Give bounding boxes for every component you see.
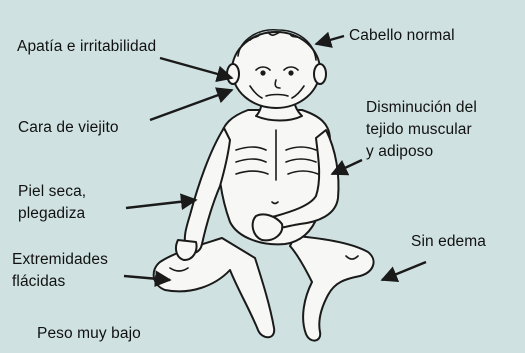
arrow-sin-edema [382, 262, 426, 280]
arrow-cabello [316, 36, 344, 44]
arrow-piel [126, 200, 196, 208]
head [232, 32, 320, 108]
left-ear [227, 64, 239, 84]
child-figure [154, 32, 374, 341]
label-apatia: Apatía e irritabilidad [17, 36, 156, 58]
arrow-apatia [160, 58, 232, 78]
label-disminucion: Disminución del tejido muscular y adipos… [366, 97, 477, 163]
label-peso-bajo: Peso muy bajo [37, 323, 141, 345]
label-sin-edema: Sin edema [411, 231, 486, 253]
arrow-cara [150, 90, 232, 120]
left-hand [176, 240, 197, 260]
label-extremidades: Extremidades flácidas [12, 249, 108, 293]
left-leg [154, 238, 275, 337]
label-piel-seca: Piel seca, plegadiza [18, 181, 86, 225]
right-leg [290, 236, 374, 341]
label-cara-viejito: Cara de viejito [18, 117, 119, 139]
label-cabello-normal: Cabello normal [349, 25, 455, 47]
right-ear [314, 64, 326, 84]
